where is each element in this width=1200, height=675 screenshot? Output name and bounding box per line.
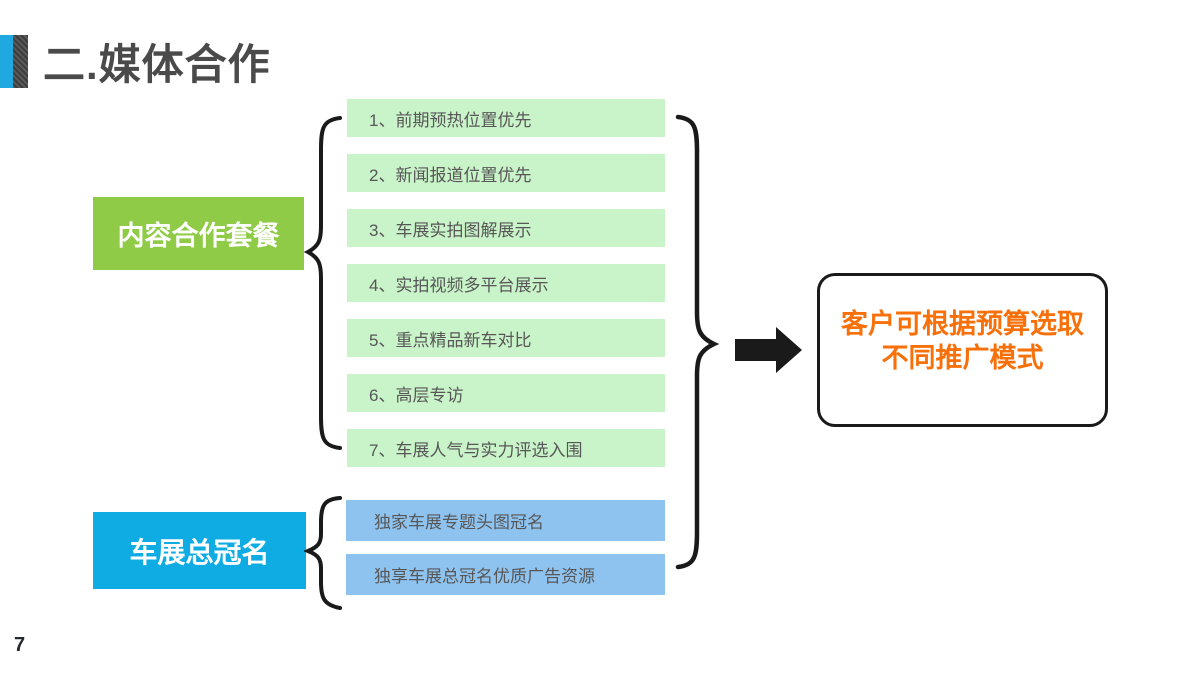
conclusion-text-line1: 客户可根据预算选取 — [841, 309, 1084, 340]
list-item: 4、实拍视频多平台展示 — [347, 264, 665, 302]
list-item: 6、高层专访 — [347, 374, 665, 412]
curly-brace-right-icon — [675, 114, 720, 570]
list-item: 2、新闻报道位置优先 — [347, 154, 665, 192]
green-item-list: 1、前期预热位置优先 2、新闻报道位置优先 3、车展实拍图解展示 4、实拍视频多… — [347, 99, 665, 467]
list-item: 3、车展实拍图解展示 — [347, 209, 665, 247]
list-item: 独享车展总冠名优质广告资源 — [346, 554, 665, 595]
title-accent-bar-hatched — [13, 35, 28, 88]
list-item: 独家车展专题头图冠名 — [346, 500, 665, 541]
curly-brace-left-icon — [304, 116, 342, 450]
group-label: 车展总冠名 — [129, 536, 270, 568]
list-item: 5、重点精品新车对比 — [347, 319, 665, 357]
conclusion-text-line2: 不同推广模式 — [881, 343, 1044, 373]
page-number: 7 — [14, 634, 26, 656]
conclusion-box: 客户可根据预算选取 不同推广模式 — [817, 273, 1108, 427]
group-box-title-sponsor: 车展总冠名 — [93, 512, 306, 589]
page-title: 二.媒体合作 — [43, 41, 271, 88]
list-item: 1、前期预热位置优先 — [347, 99, 665, 137]
arrow-right-icon — [735, 327, 802, 373]
group-label: 内容合作套餐 — [117, 221, 280, 251]
curly-brace-left-icon — [304, 496, 342, 610]
list-item: 7、车展人气与实力评选入围 — [347, 429, 665, 467]
blue-item-list: 独家车展专题头图冠名 独享车展总冠名优质广告资源 — [346, 500, 665, 595]
group-box-content-package: 内容合作套餐 — [93, 197, 304, 270]
title-accent-bar-blue — [0, 35, 13, 88]
